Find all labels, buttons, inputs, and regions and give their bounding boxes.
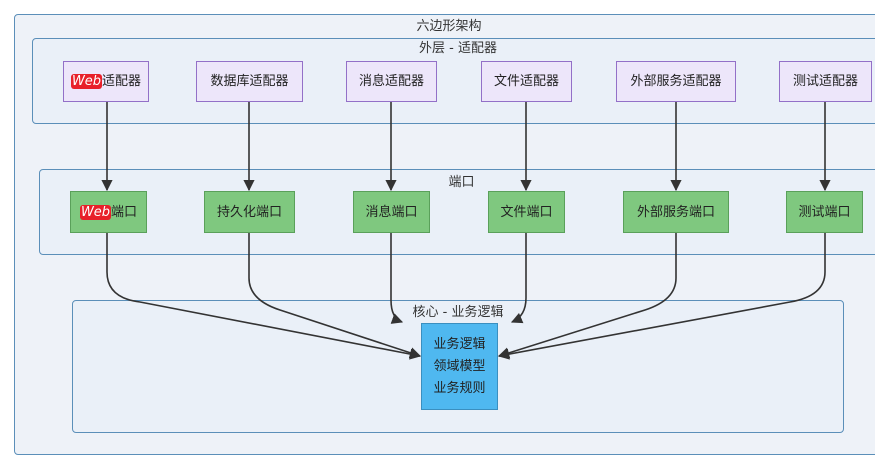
- adapter-label: 数据库适配器: [210, 74, 289, 89]
- adapter-label: 测试适配器: [792, 74, 858, 89]
- port-label: 端口: [111, 204, 138, 220]
- core-layer: 核心 - 业务逻辑: [72, 300, 844, 433]
- core-line-business-logic: 业务逻辑: [433, 336, 486, 352]
- web-highlight: Web: [79, 204, 112, 220]
- edge-message-port-to-core: [390, 233, 404, 324]
- ports-layer-title: 端口: [448, 175, 475, 190]
- edge-external-port-to-core: [497, 233, 677, 359]
- core-line-business-rules: 业务规则: [433, 380, 486, 396]
- web-highlight: Web: [70, 74, 103, 89]
- database-adapter-node: 数据库适配器: [196, 61, 303, 102]
- core-line-domain-model: 领域模型: [433, 358, 486, 374]
- file-port-node: 文件端口: [488, 191, 565, 233]
- core-business-logic-node: 业务逻辑 领域模型 业务规则: [421, 323, 498, 410]
- message-port-node: 消息端口: [353, 191, 430, 233]
- edge-file-port-to-core: [510, 233, 527, 324]
- ports-layer: 端口: [39, 169, 875, 255]
- external-service-port-node: 外部服务端口: [623, 191, 729, 233]
- adapter-label: 文件适配器: [493, 74, 559, 89]
- file-adapter-node: 文件适配器: [481, 61, 572, 102]
- message-adapter-node: 消息适配器: [346, 61, 437, 102]
- port-label: 文件端口: [500, 204, 553, 220]
- external-service-adapter-node: 外部服务适配器: [616, 61, 736, 102]
- outer-layer-title: 外层 - 适配器: [419, 41, 497, 56]
- core-layer-title: 核心 - 业务逻辑: [412, 305, 504, 320]
- adapter-label: 适配器: [102, 74, 142, 89]
- port-label: 外部服务端口: [636, 204, 715, 220]
- edge-web-port-to-core: [106, 233, 422, 360]
- port-label: 消息端口: [365, 204, 418, 220]
- port-label: 测试端口: [798, 204, 851, 220]
- persistence-port-node: 持久化端口: [204, 191, 295, 233]
- adapter-label: 消息适配器: [358, 74, 424, 89]
- port-label: 持久化端口: [216, 204, 282, 220]
- test-port-node: 测试端口: [786, 191, 863, 233]
- test-adapter-node: 测试适配器: [779, 61, 872, 102]
- edge-persistence-port-to-core: [248, 233, 422, 359]
- edge-test-port-to-core: [497, 233, 826, 360]
- diagram-title: 六边形架构: [416, 19, 482, 34]
- adapter-label: 外部服务适配器: [630, 74, 722, 89]
